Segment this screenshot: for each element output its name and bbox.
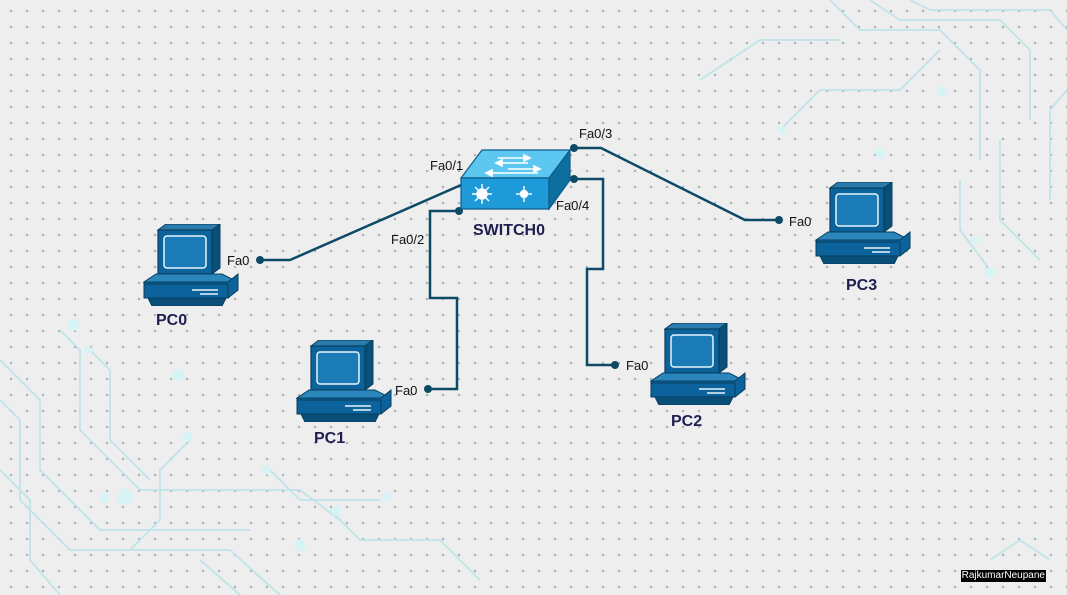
link-pc3-fa0-3 <box>574 146 779 222</box>
switch-icon[interactable] <box>458 146 574 212</box>
switch-port-fa0-1-label: Fa0/1 <box>430 158 464 173</box>
pc1-computer-icon[interactable] <box>295 340 393 422</box>
pc2-label: PC2 <box>671 413 703 430</box>
pc3-label: PC3 <box>846 277 878 294</box>
pc2-port-label: Fa0 <box>626 358 649 373</box>
switch-port-fa0-4-label: Fa0/4 <box>556 198 590 213</box>
pc1-port-label: Fa0 <box>395 383 418 398</box>
link-pc1-fa0-2 <box>428 209 459 391</box>
switch-port-fa0-2-label: Fa0/2 <box>391 232 425 247</box>
port-dot-fa0-4 <box>570 175 578 183</box>
pc3-port-label: Fa0 <box>789 214 812 229</box>
pc1-label: PC1 <box>314 430 346 447</box>
pc0-label: PC0 <box>156 312 188 329</box>
author-watermark: RajkumarNeupane <box>960 570 1046 582</box>
switch-port-fa0-3-label: Fa0/3 <box>579 126 613 141</box>
pc3-computer-icon[interactable] <box>814 182 912 264</box>
link-pc0-fa0-1 <box>260 176 478 262</box>
port-dot-pc3 <box>775 216 783 224</box>
link-pc2-fa0-4 <box>574 177 615 367</box>
port-dot-pc0 <box>256 256 264 264</box>
port-dot-pc1 <box>424 385 432 393</box>
switch-label: SWITCH0 <box>473 222 545 239</box>
pc0-port-label: Fa0 <box>227 253 250 268</box>
pc0-computer-icon[interactable] <box>142 224 240 306</box>
pc2-computer-icon[interactable] <box>649 323 747 405</box>
port-dot-fa0-3 <box>570 144 578 152</box>
port-dot-pc2 <box>611 361 619 369</box>
